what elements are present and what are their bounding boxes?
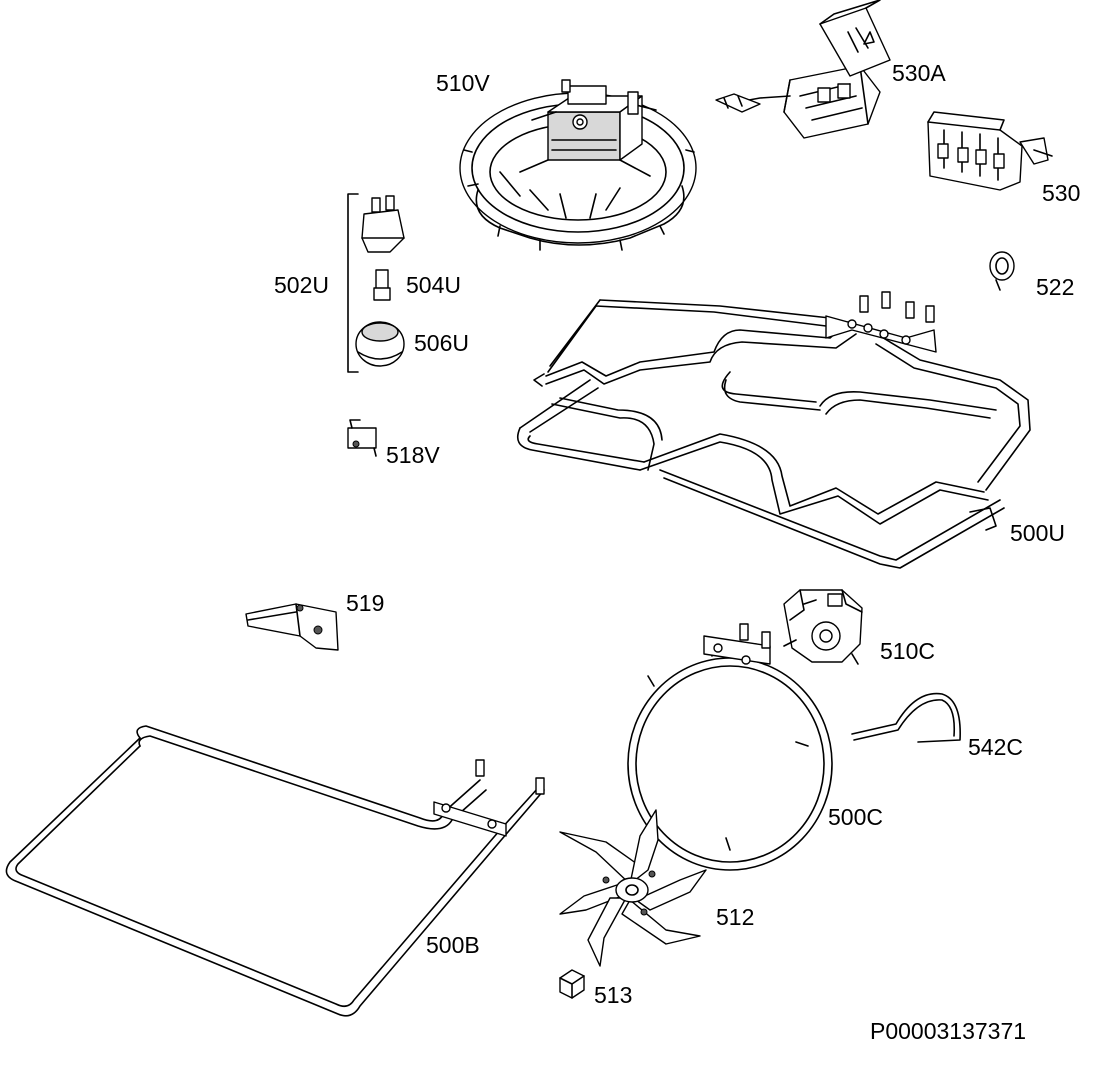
part-506u-lamp-cover [355, 321, 405, 367]
label-522: 522 [1036, 274, 1075, 300]
label-502u: 502U [274, 272, 329, 298]
label-512: 512 [716, 904, 755, 930]
part-500b-bottom-element [5, 725, 545, 1017]
label-500c: 500C [828, 804, 883, 830]
part-522-clip [989, 251, 1015, 291]
label-530: 530 [1042, 180, 1081, 206]
label-500b: 500B [426, 932, 480, 958]
part-530-connector-block [927, 111, 1053, 191]
part-519-bracket [245, 603, 339, 651]
label-513: 513 [594, 982, 633, 1008]
label-519: 519 [346, 590, 385, 616]
part-500u-grill-element [516, 291, 1031, 569]
part-513-nut [559, 969, 585, 999]
part-502u-bracket [347, 193, 359, 373]
part-504u-lamp-part [361, 195, 405, 301]
part-530a-terminal-block [715, 0, 891, 139]
part-512-fan-blade [559, 809, 707, 967]
label-530a: 530A [892, 60, 946, 86]
part-510v-fan-motor [459, 79, 697, 251]
label-518v: 518V [386, 442, 440, 468]
label-504u: 504U [406, 272, 461, 298]
label-500u: 500U [1010, 520, 1065, 546]
part-518v-thermostat [347, 419, 377, 457]
part-542c-clip [851, 692, 961, 743]
label-510c: 510C [880, 638, 935, 664]
label-510v: 510V [436, 70, 490, 96]
part-510c-convection-motor [783, 589, 863, 665]
part-500c-circular-element [627, 623, 833, 871]
label-506u: 506U [414, 330, 469, 356]
label-542c: 542C [968, 734, 1023, 760]
drawing-id: P00003137371 [870, 1018, 1027, 1044]
